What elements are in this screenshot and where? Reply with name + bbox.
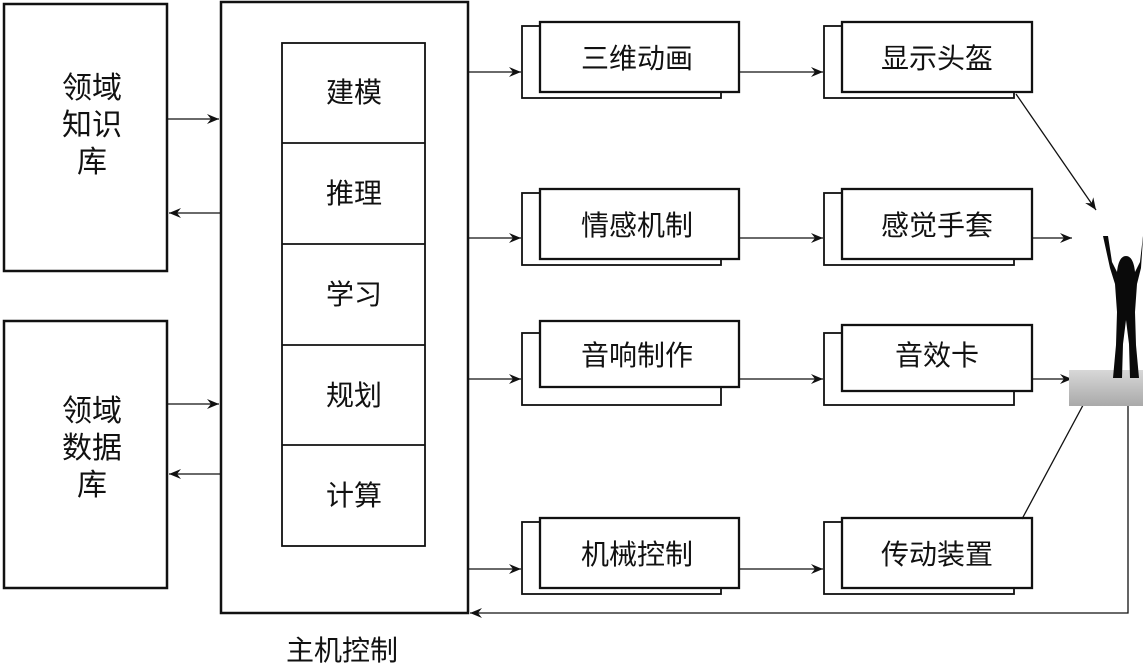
- middle-box-mechanical: 机械控制: [521, 516, 741, 595]
- database-line-2: 数据: [62, 431, 122, 466]
- main-control-caption: 主机控制: [286, 634, 398, 665]
- database-box: 领域 数据 库: [2, 319, 169, 590]
- glove-label: 感觉手套: [881, 209, 993, 242]
- module-planning: 规划: [326, 379, 382, 412]
- animation-label: 三维动画: [581, 42, 693, 75]
- device-box-helmet: 显示头盔: [823, 20, 1034, 99]
- user-figure-icon: [1069, 236, 1143, 406]
- database-line-1: 领域: [62, 394, 122, 429]
- soundcard-label: 音效卡: [895, 339, 979, 372]
- middle-box-audio: 音响制作: [521, 319, 741, 406]
- knowledge-base-line-2: 知识: [62, 108, 122, 143]
- device-box-soundcard: 音效卡: [823, 323, 1034, 406]
- main-control-box: 建模 推理 学习 规划 计算: [219, 0, 470, 615]
- middle-box-animation: 三维动画: [521, 20, 741, 99]
- mechanical-label: 机械控制: [581, 538, 693, 571]
- knowledge-base-line-1: 领域: [62, 71, 122, 106]
- database-line-3: 库: [77, 468, 107, 503]
- module-modeling: 建模: [326, 76, 382, 109]
- module-learning: 学习: [326, 278, 382, 311]
- helmet-to-user-arrow: [1015, 93, 1097, 211]
- user-feedback-arrow: [470, 388, 1129, 618]
- device-box-actuator: 传动装置: [823, 516, 1034, 595]
- actuator-label: 传动装置: [881, 538, 993, 571]
- module-computing: 计算: [326, 479, 382, 512]
- left-connectors: [168, 114, 220, 479]
- module-reasoning: 推理: [326, 177, 382, 210]
- helmet-label: 显示头盔: [881, 42, 993, 75]
- knowledge-base-line-3: 库: [77, 145, 107, 180]
- audio-label: 音响制作: [581, 339, 693, 372]
- emotion-label: 情感机制: [581, 209, 693, 242]
- module-stack: [281, 42, 426, 547]
- knowledge-base-box: 领域 知识 库: [2, 2, 169, 273]
- middle-box-emotion: 情感机制: [521, 187, 741, 266]
- device-box-glove: 感觉手套: [823, 187, 1034, 266]
